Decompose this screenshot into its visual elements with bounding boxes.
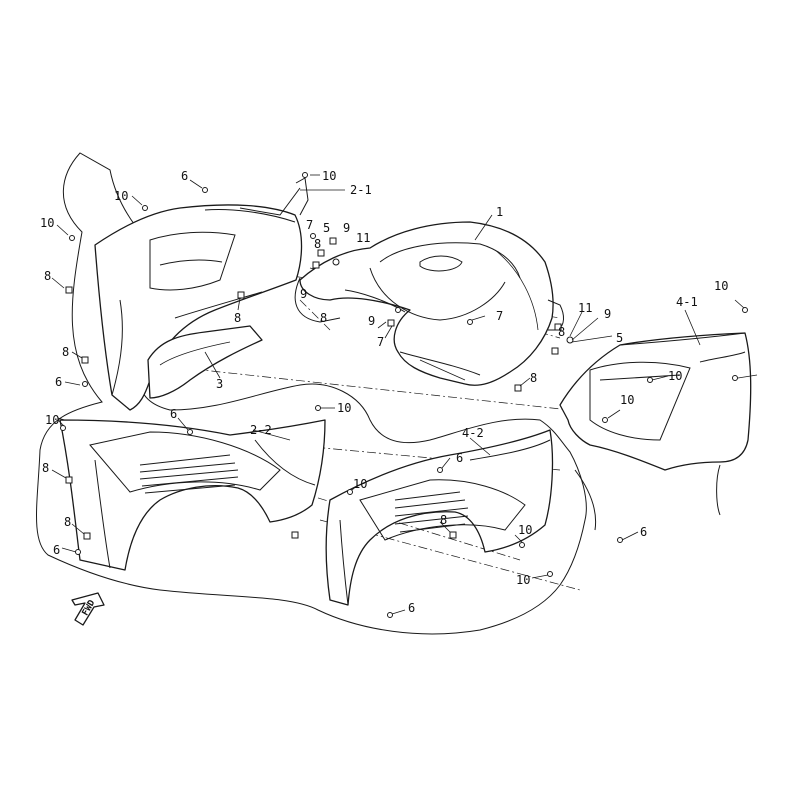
bolt-icon <box>387 612 393 618</box>
part-4-2-right-floor-panel <box>325 429 554 606</box>
bolt-icon <box>315 405 321 411</box>
callout-4-1: 4-1 <box>676 295 698 309</box>
assembly-boundary-outline <box>36 152 587 635</box>
fasteners <box>60 172 748 618</box>
clip-icon <box>387 319 395 327</box>
callout-labels: 1 2-1 2-2 3 4-1 4-2 5 5 6 6 6 6 6 6 6 6 … <box>40 169 728 615</box>
bolt-icon <box>310 233 316 239</box>
clip-icon <box>81 356 89 364</box>
bolt-icon <box>547 571 553 577</box>
callout-8: 8 <box>314 237 321 251</box>
callout-6: 6 <box>170 407 177 421</box>
leader-lines <box>51 174 758 615</box>
clip-icon <box>329 237 337 245</box>
callout-5: 5 <box>616 331 623 345</box>
bolt-icon <box>142 205 148 211</box>
callout-6: 6 <box>53 543 60 557</box>
callout-8: 8 <box>64 515 71 529</box>
callout-9: 9 <box>368 314 375 328</box>
clip-icon <box>551 347 559 355</box>
part-1-center-cover <box>294 221 564 386</box>
callout-9: 9 <box>604 307 611 321</box>
bolt-icon <box>742 307 748 313</box>
forward-arrow-icon <box>71 592 105 626</box>
callout-8: 8 <box>42 461 49 475</box>
callout-10: 10 <box>516 573 530 587</box>
callout-8: 8 <box>234 311 241 325</box>
callout-2-1: 2-1 <box>350 183 372 197</box>
callout-10: 10 <box>668 369 682 383</box>
callout-6: 6 <box>181 169 188 183</box>
clip-icon <box>514 384 522 392</box>
bolt-icon <box>437 467 443 473</box>
callout-8: 8 <box>62 345 69 359</box>
bolt-icon <box>602 417 608 423</box>
callout-5: 5 <box>323 221 330 235</box>
callout-10: 10 <box>322 169 336 183</box>
bolt-icon <box>302 172 308 178</box>
callout-2-2: 2-2 <box>250 423 272 437</box>
clip-icon <box>65 286 73 294</box>
callout-8: 8 <box>558 325 565 339</box>
callout-10: 10 <box>518 523 532 537</box>
bolt-icon <box>732 375 738 381</box>
clip-icon <box>317 249 325 257</box>
callout-10: 10 <box>337 401 351 415</box>
washer-icon <box>566 336 574 344</box>
callout-10: 10 <box>620 393 634 407</box>
callout-10: 10 <box>45 413 59 427</box>
callout-8: 8 <box>44 269 51 283</box>
clip-icon <box>312 261 320 269</box>
bolt-icon <box>75 549 81 555</box>
callout-6: 6 <box>640 525 647 539</box>
bolt-icon <box>617 537 623 543</box>
washer-icon <box>332 258 340 266</box>
callout-7: 7 <box>306 218 313 232</box>
bolt-icon <box>69 235 75 241</box>
bolt-icon <box>519 542 525 548</box>
callout-9: 9 <box>343 221 350 235</box>
callout-6: 6 <box>408 601 415 615</box>
callout-11: 11 <box>578 301 592 315</box>
bolt-icon <box>187 429 193 435</box>
callout-10: 10 <box>714 279 728 293</box>
callout-8: 8 <box>320 311 327 325</box>
bolt-icon <box>82 381 88 387</box>
bolt-icon <box>395 307 401 313</box>
bolt-icon <box>467 319 473 325</box>
callout-10: 10 <box>40 216 54 230</box>
callout-10: 10 <box>353 477 367 491</box>
part-2-1-front-fender <box>94 177 309 411</box>
part-4-1-rear-fender <box>559 332 752 531</box>
part-2-2-left-floor-panel <box>59 419 326 571</box>
callout-1: 1 <box>496 205 503 219</box>
callout-6: 6 <box>456 451 463 465</box>
clip-icon <box>83 532 91 540</box>
callout-3: 3 <box>216 377 223 391</box>
bolt-icon <box>202 187 208 193</box>
clip-icon <box>449 531 457 539</box>
callout-8: 8 <box>530 371 537 385</box>
callout-7: 7 <box>496 309 503 323</box>
part-3-side-panel <box>147 325 263 399</box>
callout-10: 10 <box>114 189 128 203</box>
callout-4-2: 4-2 <box>462 426 484 440</box>
clip-icon <box>291 531 299 539</box>
bolt-icon <box>347 489 353 495</box>
clip-icon <box>237 291 245 299</box>
bolt-icon <box>647 377 653 383</box>
bolt-icon <box>60 425 66 431</box>
clip-icon <box>554 323 562 331</box>
callout-7: 7 <box>377 335 384 349</box>
callout-6: 6 <box>55 375 62 389</box>
callout-9: 9 <box>300 287 307 301</box>
callout-11: 11 <box>356 231 370 245</box>
clip-icon <box>65 476 73 484</box>
callout-8: 8 <box>440 513 447 527</box>
